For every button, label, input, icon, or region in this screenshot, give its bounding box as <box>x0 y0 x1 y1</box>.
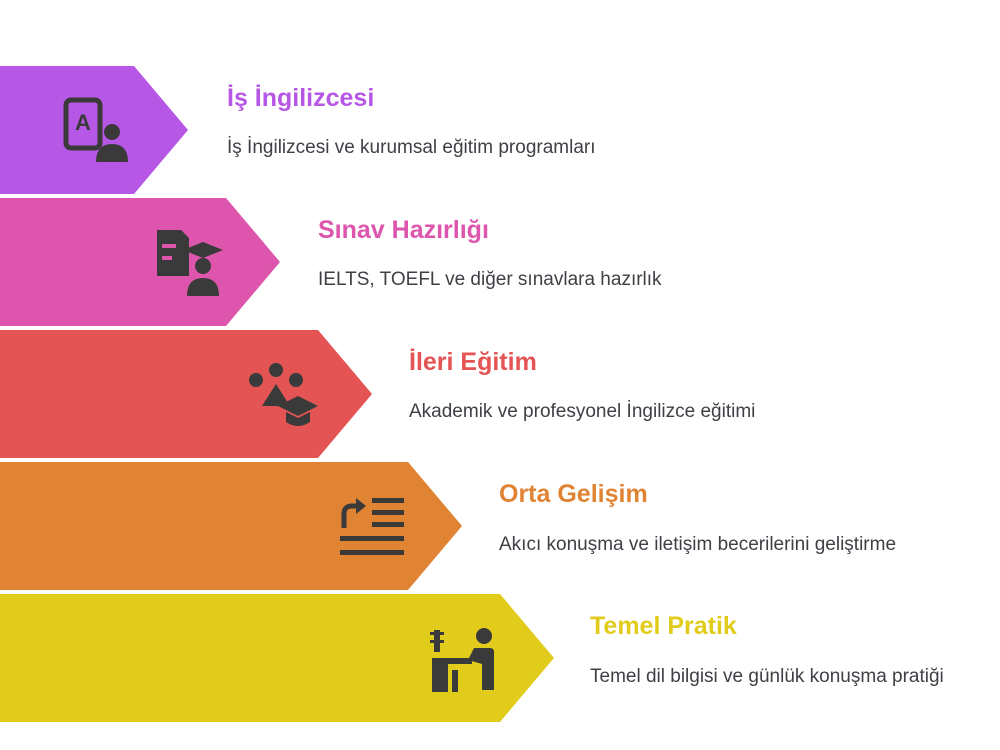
step-description: Akıcı konuşma ve iletişim becerilerini g… <box>499 534 897 555</box>
step-title: İş İngilizcesi <box>227 84 375 112</box>
step-description: Akademik ve profesyonel İngilizce eğitim… <box>409 401 756 422</box>
step-title: Orta Gelişim <box>499 480 648 508</box>
step-description: IELTS, TOEFL ve diğer sınavlara hazırlık <box>318 269 662 290</box>
step-description: Temel dil bilgisi ve günlük konuşma prat… <box>590 666 944 687</box>
arrow-shape <box>0 462 462 590</box>
arrow-shape <box>0 594 554 722</box>
step-title: İleri Eğitim <box>409 348 537 376</box>
arrow-shape <box>0 330 372 458</box>
indent-list-icon <box>336 492 408 564</box>
arrow-shape <box>0 198 280 326</box>
step-title: Temel Pratik <box>590 612 737 640</box>
exam-graduate-icon <box>153 228 225 300</box>
step-title: Sınav Hazırlığı <box>318 216 489 244</box>
step-description: İş İngilizcesi ve kurumsal eğitim progra… <box>227 137 596 158</box>
student-desk-icon <box>428 624 500 696</box>
language-person-icon: A <box>62 96 134 168</box>
arrow-shape <box>0 66 188 194</box>
group-graduation-icon <box>246 360 318 432</box>
svg-text:A: A <box>75 110 91 135</box>
